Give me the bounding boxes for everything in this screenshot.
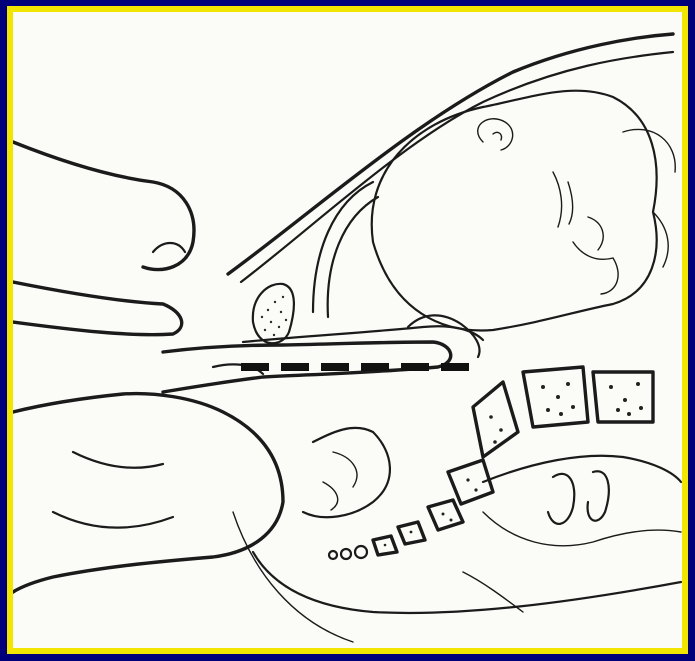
coccyx-tip-3 [329, 551, 337, 559]
vertebra-l5 [523, 367, 588, 427]
fetal-arm [623, 129, 675, 267]
abdominal-wall-inner [241, 52, 673, 282]
perineal-body [253, 552, 681, 613]
palm-fold [53, 452, 173, 528]
sacral-segment-1 [473, 382, 518, 457]
pubic-symphysis [253, 284, 294, 343]
thumb-nail [153, 243, 185, 252]
vaginal-canal [243, 326, 483, 342]
rectum [303, 428, 390, 517]
pelvic-exam-illustration [13, 12, 682, 648]
posterior-wall [483, 456, 681, 482]
rectal-folds [323, 452, 357, 510]
spine [329, 367, 653, 559]
sacral-canal [548, 471, 609, 524]
palm-and-wrist [13, 394, 283, 592]
illustration-frame [7, 6, 688, 654]
fetal-head-outline [372, 91, 657, 331]
bone-stipple [261, 296, 287, 336]
thumb [13, 142, 194, 270]
cervix [408, 315, 479, 357]
sacral-segment-2 [448, 460, 493, 504]
buttock-contour [233, 512, 523, 642]
coccyx-tip-1 [355, 546, 367, 558]
fetal-ear [478, 119, 513, 150]
fetal-face [553, 172, 618, 294]
coccyx-tip-2 [341, 549, 351, 559]
vertebra-stipple [384, 382, 643, 546]
vertebra-s1 [593, 372, 653, 422]
fetus [372, 91, 676, 331]
sacral-segment-3 [428, 500, 463, 530]
index-finger-upper [13, 282, 182, 335]
posterior-fold [483, 512, 681, 546]
